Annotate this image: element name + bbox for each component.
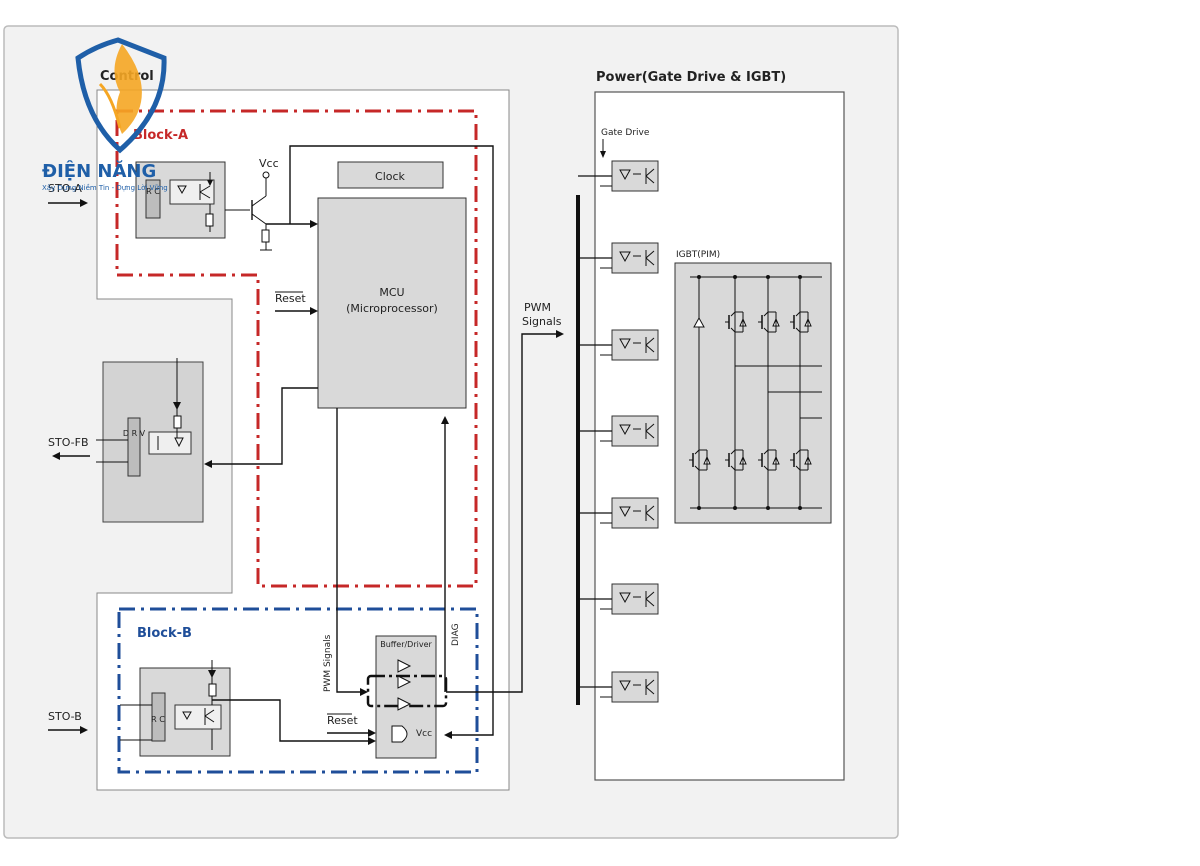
pwm-signals-vertical-label: PWM Signals: [323, 634, 333, 692]
block-b-rc: [151, 692, 166, 742]
and-gate-icon: [391, 725, 408, 743]
sto-fb-drv-label: D R V: [123, 429, 146, 438]
igbt-switch-icon: [725, 311, 747, 333]
pwm-label-2: Signals: [522, 315, 562, 328]
block-a-optocoupler: [169, 179, 215, 205]
gate-driver-2: [578, 242, 659, 274]
dien-nang-logo: ĐIỆN NĂNG Xây Dựng Niềm Tin - Dựng Lời V…: [42, 37, 168, 192]
mcu-sub-label: (Microprocessor): [346, 302, 438, 315]
gate-driver-4: [578, 415, 659, 447]
igbt-switch-icon: [790, 311, 812, 333]
pwm-bus-wire: [446, 333, 556, 693]
gate-driver-5: [578, 497, 659, 529]
logo-text: ĐIỆN NĂNG: [42, 160, 156, 182]
sto-a-arrowhead: [80, 199, 88, 207]
block-a-resistor: [205, 213, 214, 227]
sto-a-label: STO-A: [48, 182, 82, 195]
mcu-to-fb-wire: [212, 387, 318, 465]
block-b-rc-label: R C: [151, 715, 165, 724]
clock-label: Clock: [375, 170, 406, 183]
igbt-switch-icon: [689, 449, 711, 471]
igbt-grid: [689, 275, 822, 510]
diode-icon: [693, 316, 705, 328]
gate-driver-7: [578, 671, 659, 703]
igbt-switch-icon: [758, 449, 780, 471]
buffer-driver-box: [375, 635, 437, 759]
clock-box: [337, 161, 444, 189]
igbt-switch-icon: [725, 449, 747, 471]
buffer-driver-label: Buffer/Driver: [380, 640, 432, 649]
block-a-led-icon: [177, 185, 187, 195]
gate-driver-1: [578, 160, 659, 192]
power-title: Power(Gate Drive & IGBT): [596, 70, 786, 85]
gate-driver-6: [578, 583, 659, 615]
block-a-rc-label: R C: [146, 187, 160, 196]
reset-label-a: Reset: [275, 292, 306, 305]
reset-label-b: Reset: [327, 714, 358, 727]
vcc-label-a: Vcc: [259, 157, 279, 170]
block-b-to-gate-wire: [212, 699, 368, 742]
block-a-boundary: [115, 109, 478, 588]
vcc-label-b: Vcc: [416, 729, 432, 739]
igbt-pim-box: [674, 262, 832, 524]
igbt-label: IGBT(PIM): [676, 250, 720, 260]
gate-driver-3: [578, 329, 659, 361]
block-a-title: Block-A: [133, 128, 188, 143]
logo-shield-icon: [75, 37, 167, 154]
igbt-switch-icon: [790, 449, 812, 471]
sto-fb-label: STO-FB: [48, 436, 89, 449]
mcu-label: MCU: [379, 286, 404, 299]
sto-fb-drv: [127, 417, 141, 477]
logo-flame-icon: [114, 44, 142, 134]
igbt-switch-icon: [758, 311, 780, 333]
feedback-wire: [289, 145, 494, 736]
mcu-box: [317, 197, 467, 409]
vcc-terminal-a: [262, 171, 270, 179]
block-a-rc: [145, 179, 161, 219]
block-b-optocoupler: [174, 704, 222, 730]
sto-b-label: STO-B: [48, 710, 82, 723]
diag-label: DIAG: [451, 623, 461, 646]
block-b-title: Block-B: [137, 626, 192, 641]
gate-driver-group: [578, 160, 659, 703]
pwm-label-1: PWM: [524, 301, 551, 314]
mcu-pwm-down-wire: [336, 408, 360, 693]
sto-fb-optocoupler: [148, 431, 192, 455]
gate-drive-label: Gate Drive: [601, 128, 650, 138]
block-b-boundary: [117, 607, 479, 774]
logo-tagline: Xây Dựng Niềm Tin - Dựng Lời Vững: [42, 184, 168, 192]
